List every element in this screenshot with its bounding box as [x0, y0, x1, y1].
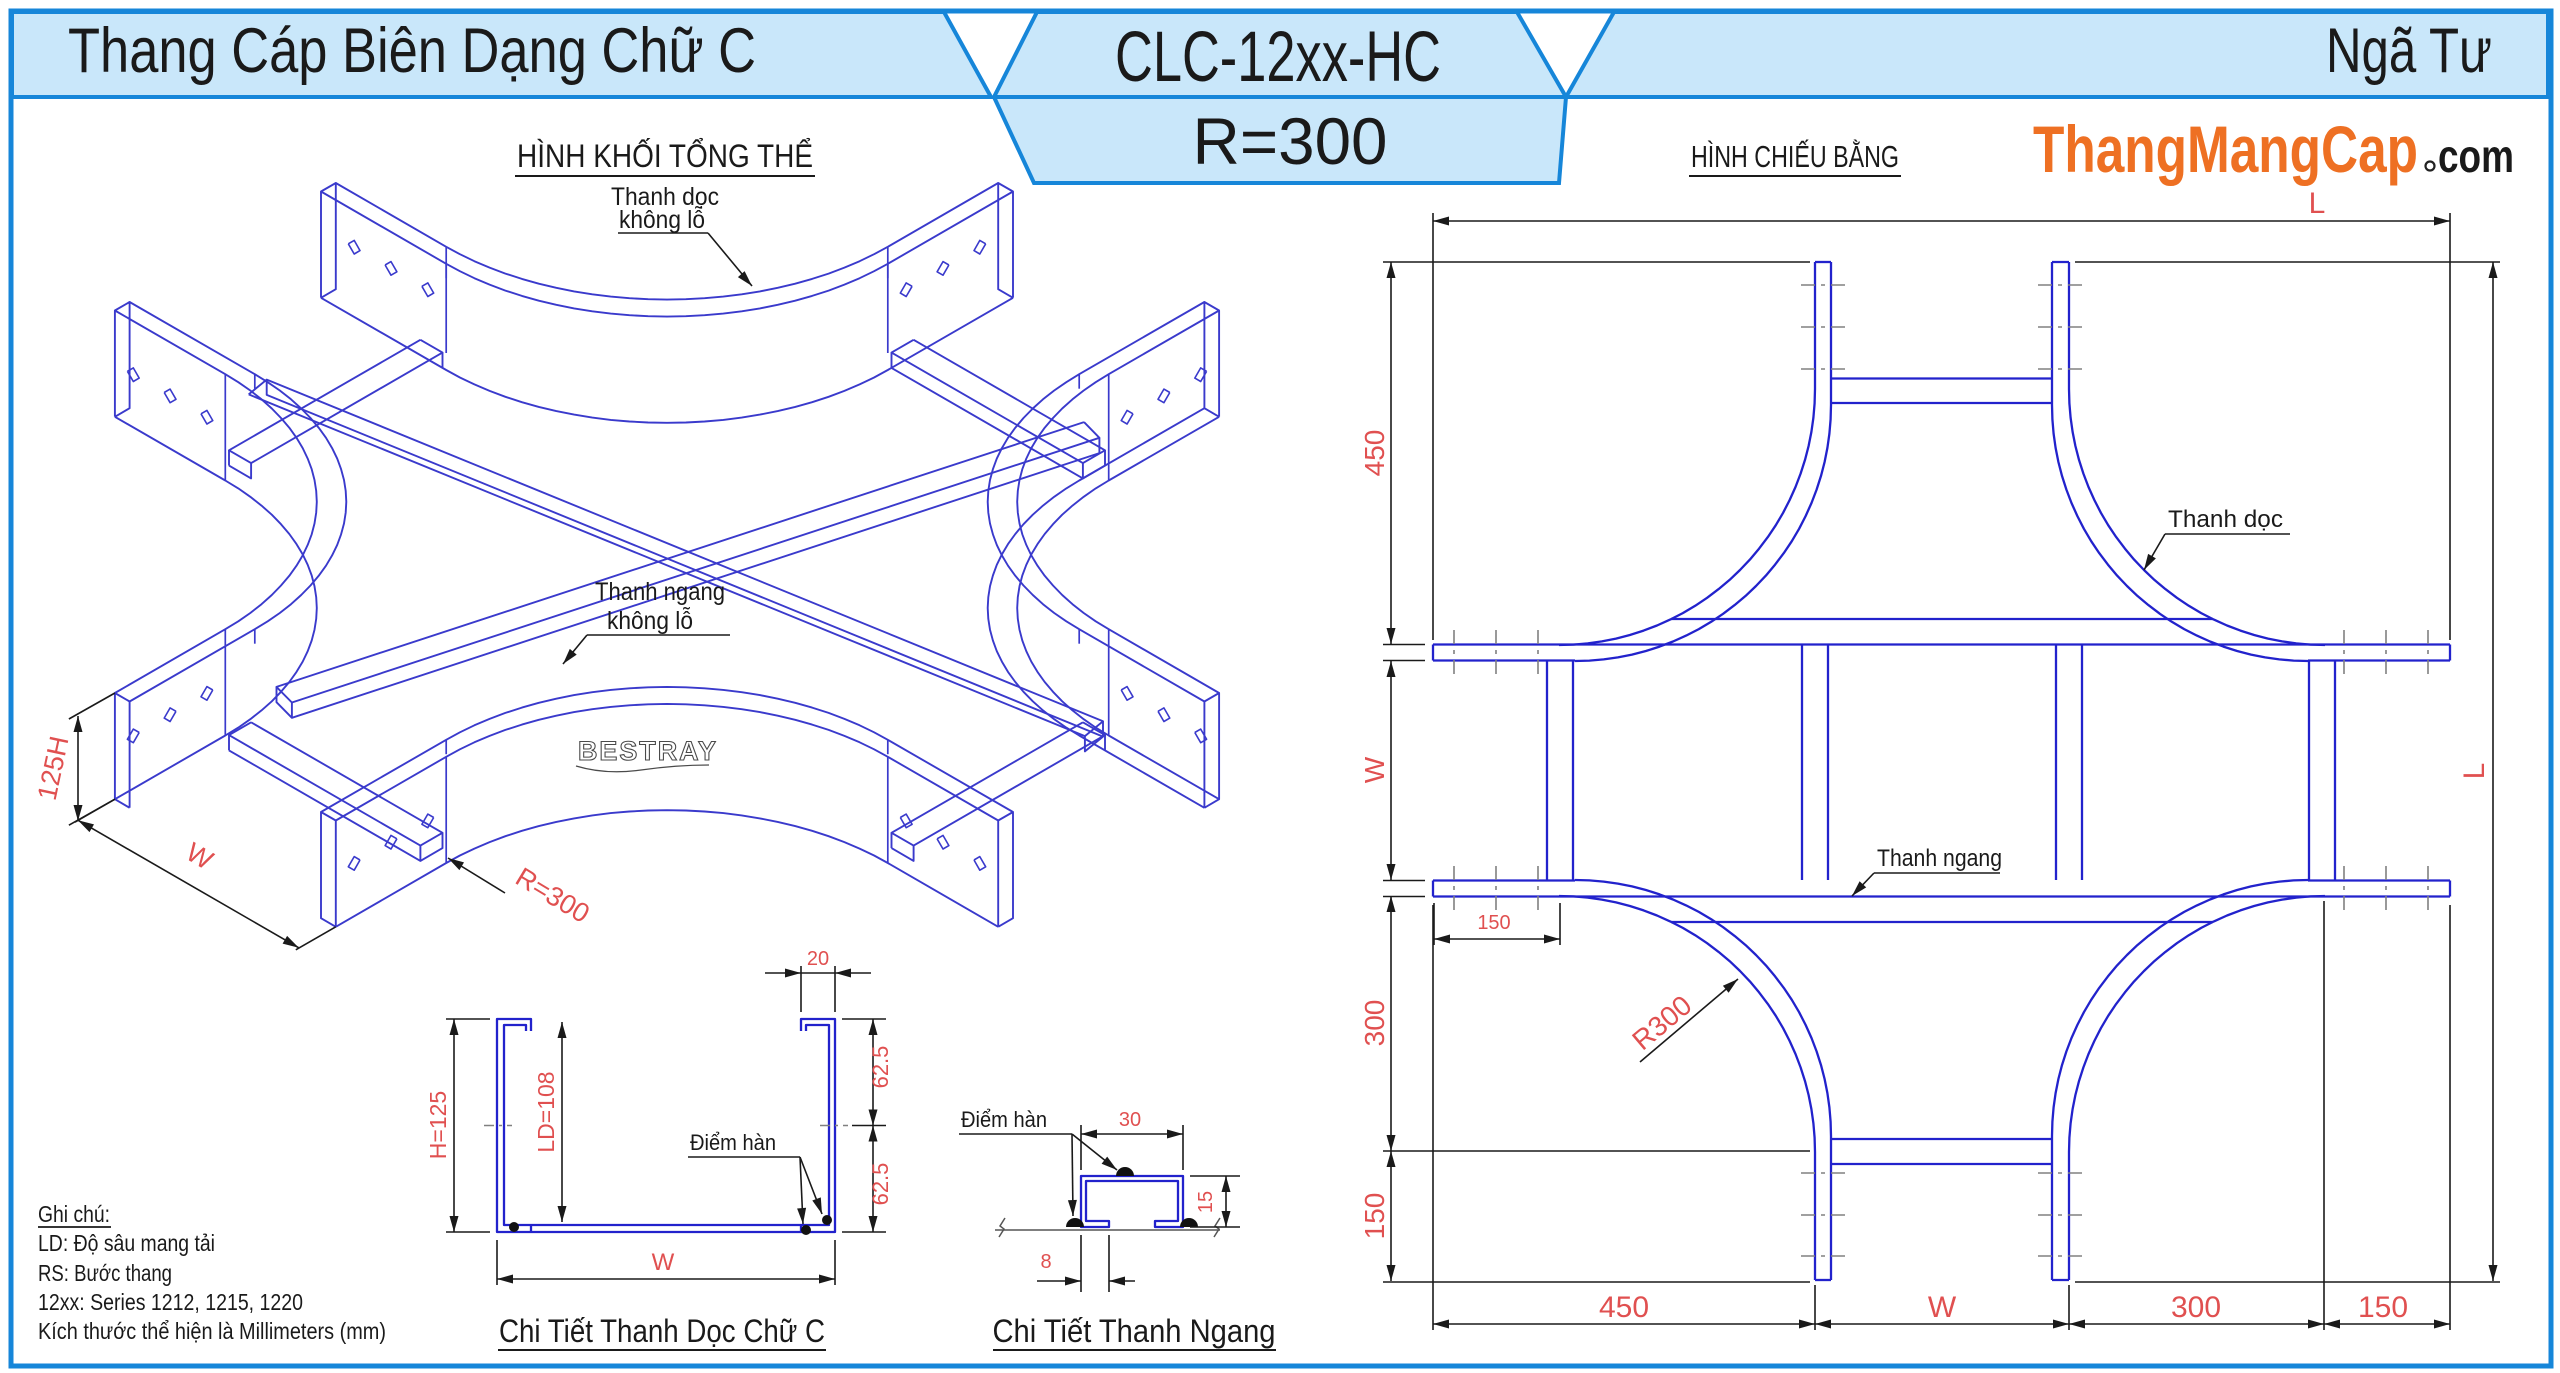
svg-text:W: W: [1359, 756, 1390, 783]
svg-text:Điểm hàn: Điểm hàn: [690, 1130, 776, 1155]
svg-text:Thang Cáp Biên Dạng Chữ C: Thang Cáp Biên Dạng Chữ C: [68, 16, 756, 86]
svg-text:ThangMangCap: ThangMangCap: [2033, 112, 2418, 186]
svg-text:150: 150: [1477, 912, 1510, 934]
svg-text:HÌNH KHỐI TỔNG THỂ: HÌNH KHỐI TỔNG THỂ: [517, 138, 813, 174]
svg-text:450: 450: [1359, 430, 1390, 477]
svg-text:300: 300: [1359, 1000, 1390, 1047]
svg-text:Thanh dọc: Thanh dọc: [611, 183, 719, 211]
svg-text:Thanh ngang: Thanh ngang: [1877, 845, 2002, 872]
svg-text:30: 30: [1119, 1109, 1141, 1131]
svg-text:15: 15: [1195, 1191, 1217, 1213]
svg-text:Điểm hàn: Điểm hàn: [961, 1107, 1047, 1132]
svg-text:HÌNH CHIẾU BẰNG: HÌNH CHIẾU BẰNG: [1691, 139, 1899, 174]
svg-text:62.5: 62.5: [868, 1163, 893, 1206]
svg-text:300: 300: [2171, 1291, 2221, 1324]
svg-text:62.5: 62.5: [868, 1046, 893, 1089]
svg-text:12xx: Series 1212, 1215, 1220: 12xx: Series 1212, 1215, 1220: [38, 1289, 303, 1315]
svg-text:450: 450: [1599, 1291, 1649, 1324]
svg-text:L: L: [2309, 187, 2326, 220]
svg-text:CLC-12xx-HC: CLC-12xx-HC: [1115, 18, 1441, 97]
svg-text:Thanh dọc: Thanh dọc: [2168, 506, 2283, 533]
svg-text:RS: Bước thang: RS: Bước thang: [38, 1260, 172, 1286]
svg-text:150: 150: [1359, 1193, 1390, 1240]
svg-text:20: 20: [807, 948, 829, 970]
svg-text:W: W: [1928, 1291, 1957, 1324]
svg-text:Thanh ngang: Thanh ngang: [595, 578, 725, 606]
svg-text:8: 8: [1040, 1251, 1051, 1273]
svg-text:150: 150: [2358, 1291, 2408, 1324]
svg-text:R=300: R=300: [1193, 104, 1388, 178]
svg-text:L: L: [2458, 763, 2491, 780]
svg-text:Ghi chú:: Ghi chú:: [38, 1201, 110, 1227]
svg-text:không lỗ: không lỗ: [607, 606, 693, 635]
svg-text:không lỗ: không lỗ: [619, 205, 705, 234]
svg-text:Chi Tiết Thanh Ngang: Chi Tiết Thanh Ngang: [993, 1313, 1276, 1349]
svg-text:LD: Độ sâu mang tải: LD: Độ sâu mang tải: [38, 1230, 215, 1256]
svg-text:W: W: [652, 1249, 675, 1276]
svg-text:Chi Tiết Thanh Dọc Chữ C: Chi Tiết Thanh Dọc Chữ C: [499, 1313, 825, 1349]
svg-text:H=125: H=125: [425, 1091, 451, 1159]
svg-text:Kích thước thể hiện là Millime: Kích thước thể hiện là Millimeters (mm): [38, 1318, 386, 1344]
svg-text:Ngã Tư: Ngã Tư: [2326, 16, 2492, 86]
svg-text:LD=108: LD=108: [533, 1071, 559, 1152]
svg-text:BESTRAY: BESTRAY: [578, 736, 718, 766]
svg-text:com: com: [2438, 130, 2514, 182]
